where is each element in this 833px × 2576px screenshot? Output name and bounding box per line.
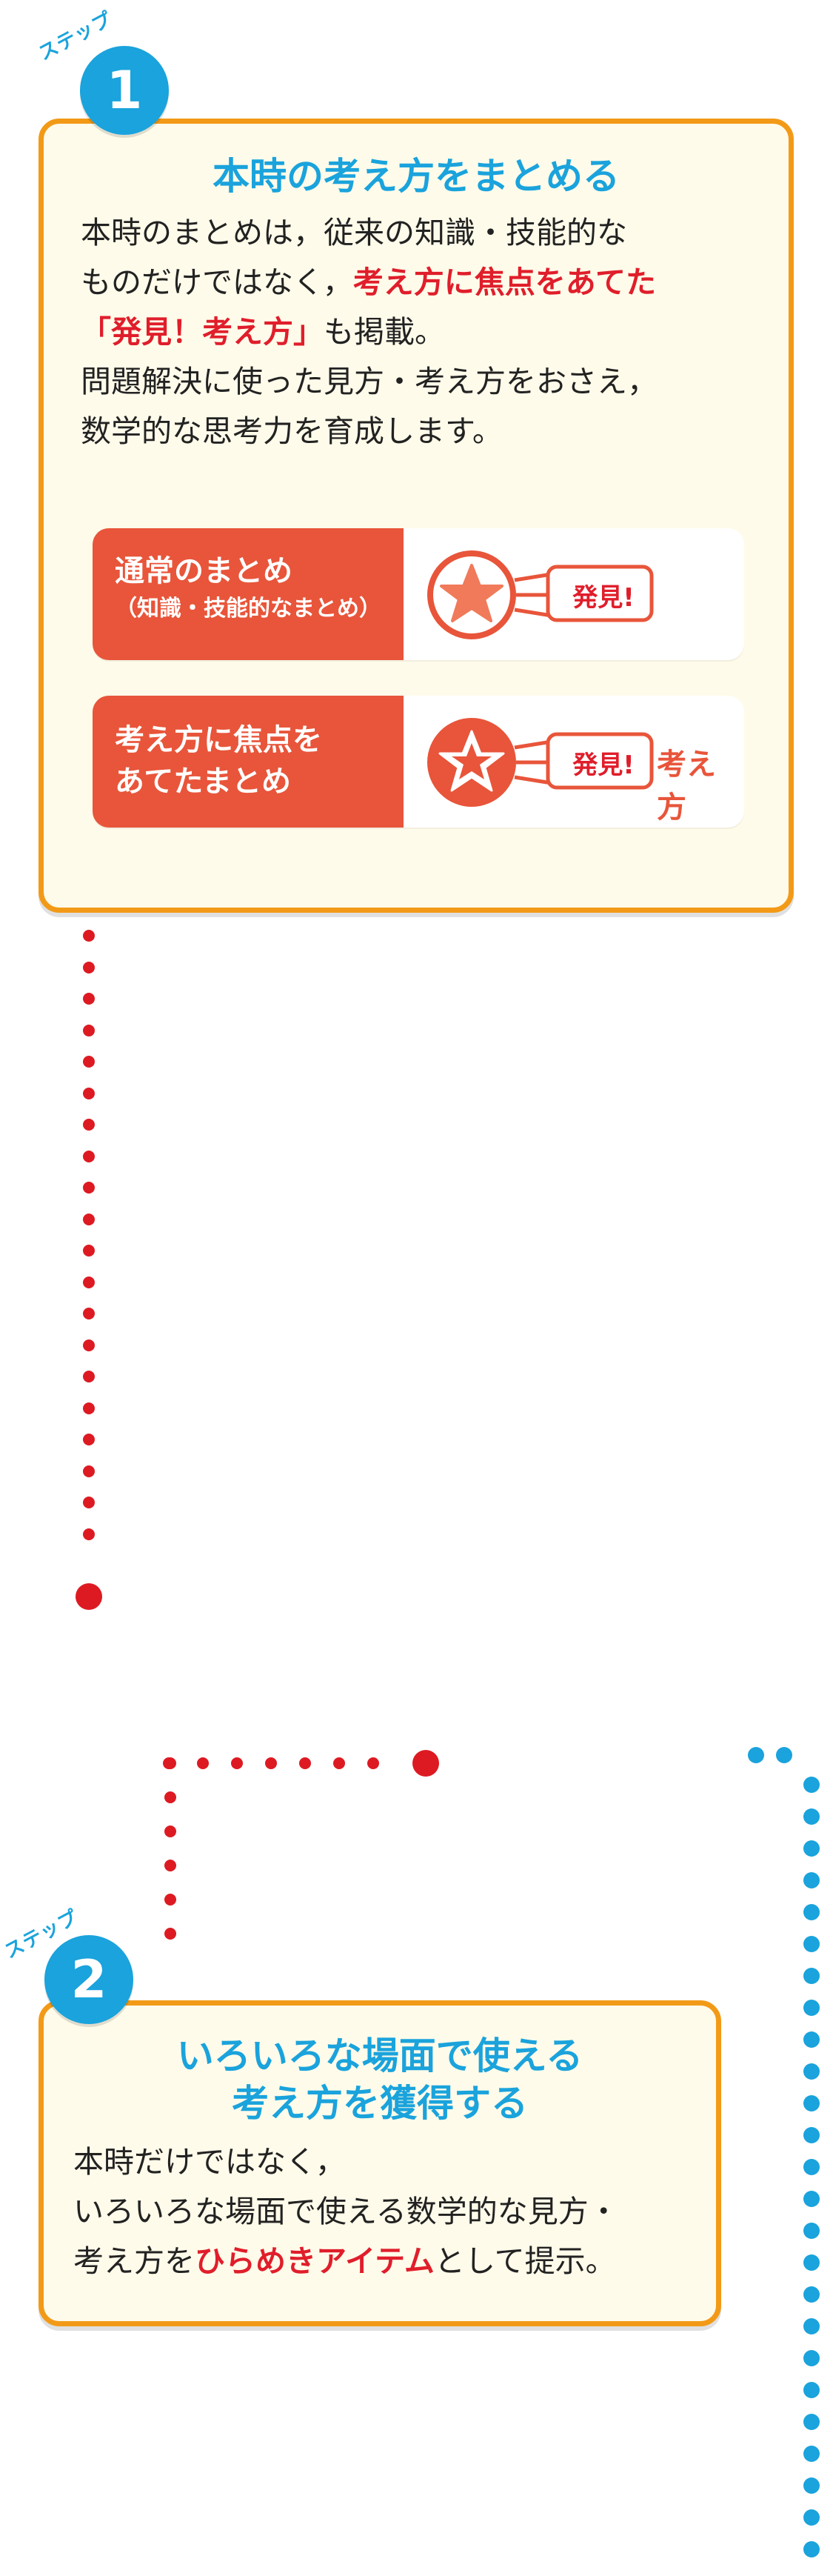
connector-dot (197, 1757, 209, 1769)
connector-dot (299, 1757, 311, 1769)
step2-line1: 本時だけではなく， (73, 2144, 346, 2180)
connector-dot (164, 1928, 176, 1940)
stamp-outline-star-icon (427, 718, 654, 807)
connector-dot (803, 2286, 820, 2303)
summary-row-thinking: 考え方に焦点を あてたまとめ 発見! 考え方 (93, 696, 744, 828)
step1-line1: 本時のまとめは，従来の知識・技能的な (81, 215, 627, 250)
connector-dot (83, 1434, 95, 1445)
connector-end-dot-2 (412, 1750, 439, 1777)
connector-dot (83, 1402, 95, 1414)
summary-label-thinking: 考え方に焦点を あてたまとめ (93, 696, 404, 828)
step1-line2: ものだけではなく，考え方に焦点をあてた (81, 264, 656, 300)
connector-dot (164, 1757, 176, 1769)
connector-dot (83, 1056, 95, 1068)
summary-row-normal: 通常のまとめ （知識・技能的なまとめ） 発見! (93, 528, 744, 660)
summary-label-normal: 通常のまとめ （知識・技能的なまとめ） (93, 528, 404, 660)
connector-dot (803, 2127, 820, 2143)
connector-dot (265, 1757, 277, 1769)
step1-card: 本時の考え方をまとめる 本時のまとめは，従来の知識・技能的な ものだけではなく，… (39, 119, 794, 913)
connector-dot (83, 1119, 95, 1131)
connector-dot (333, 1757, 345, 1769)
connector-dot (803, 1904, 820, 1920)
connector-dot (83, 1213, 95, 1225)
connector-dot (748, 1747, 764, 1763)
connector-dot (803, 1968, 820, 1984)
connector-dot (83, 1245, 95, 1257)
connector-dot (83, 1339, 95, 1351)
connector-dot (83, 961, 95, 974)
stamp-suffix: 考え方 (657, 748, 716, 825)
connector-dot (803, 2191, 820, 2207)
connector-dot (83, 1087, 95, 1099)
connector-dot (83, 993, 95, 1005)
connector-dot (367, 1757, 379, 1769)
step2-card: いろいろな場面で使える 考え方を獲得する 本時だけではなく， いろいろな場面で使… (39, 2000, 721, 2326)
connector-dot (164, 1826, 176, 1837)
connector-dot (803, 2477, 820, 2494)
connector-dot (83, 1150, 95, 1162)
step2-line2: いろいろな場面で使える数学的な見方・ (73, 2194, 619, 2229)
connector-dot (803, 2063, 820, 2080)
step2-highlight: ひらめきアイテム (195, 2243, 435, 2279)
step1-highlight-1: 考え方に焦点をあてた (352, 264, 656, 300)
connector-dot (164, 1894, 176, 1906)
stamp-label-2: 発見! (572, 750, 635, 780)
connector-dot (803, 2382, 820, 2398)
connector-dot (776, 1747, 792, 1763)
step1-badge: 1 (80, 46, 169, 135)
connector-dot (164, 1791, 176, 1803)
connector-dot (83, 1465, 95, 1477)
connector-dot (83, 1371, 95, 1382)
connector-dot (83, 1308, 95, 1319)
step2-title: いろいろな場面で使える 考え方を獲得する (176, 2034, 583, 2125)
stamp-filled-star-icon (427, 550, 654, 639)
connector-dot (83, 1497, 95, 1508)
connector-dot (83, 1182, 95, 1194)
step1-line3: 「発見！考え方」も掲載。 (81, 314, 445, 350)
connector-dot (164, 1860, 176, 1871)
step2-body: 本時だけではなく， いろいろな場面で使える数学的な見方・ 考え方をひらめきアイテ… (73, 2137, 716, 2286)
connector-dot (231, 1757, 243, 1769)
step1-line5: 数学的な思考力を育成します。 (81, 413, 503, 449)
connector-dot (803, 2509, 820, 2526)
step1-line4: 問題解決に使った見方・考え方をおさえ， (81, 364, 658, 399)
connector-dot (803, 2414, 820, 2430)
connector-dot (803, 2000, 820, 2016)
connector-end-dot-1 (76, 1583, 102, 1610)
step2-line3: 考え方をひらめきアイテムとして提示。 (73, 2243, 616, 2279)
connector-dot (803, 2223, 820, 2239)
connector-dot (803, 2318, 820, 2334)
step1-title: 本時の考え方をまとめる (213, 155, 620, 198)
connector-dot (803, 2541, 820, 2557)
connector-dot (803, 2095, 820, 2111)
connector-dot (83, 930, 95, 942)
step1-body: 本時のまとめは，従来の知識・技能的な ものだけではなく，考え方に焦点をあてた 「… (81, 208, 789, 456)
connector-dot (83, 1024, 95, 1036)
connector-dot (803, 2254, 820, 2271)
connector-dot (803, 2350, 820, 2366)
step1-highlight-2: 「発見！考え方」 (81, 314, 324, 350)
connector-dot (803, 2446, 820, 2462)
step2-badge: 2 (44, 1935, 133, 2024)
connector-dot (803, 1808, 820, 1825)
connector-dot (803, 1936, 820, 1952)
connector-dot (803, 1872, 820, 1888)
connector-dot (83, 1276, 95, 1288)
connector-dot (803, 1840, 820, 1857)
connector-dot (803, 1777, 820, 1793)
stamp-label-1: 発見! (572, 583, 635, 613)
connector-dot (803, 2031, 820, 2048)
connector-dot (803, 2159, 820, 2175)
connector-dot (83, 1528, 95, 1540)
